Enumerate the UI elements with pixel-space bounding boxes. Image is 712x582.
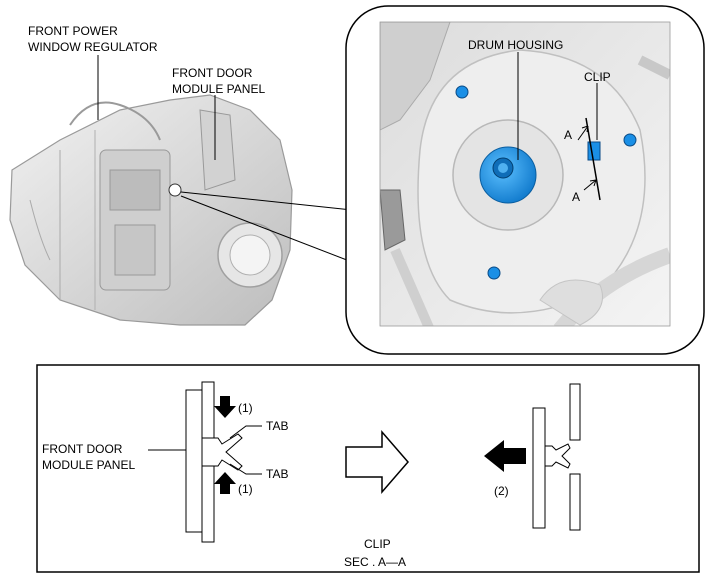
zoom-callout	[345, 5, 705, 355]
section-a-top-label: A	[564, 128, 573, 142]
bottom-module-label-line1: FRONT DOOR	[42, 442, 123, 456]
clip-label: CLIP	[584, 70, 611, 84]
clip-section-before	[148, 381, 262, 543]
arrow-up-1	[214, 472, 236, 494]
arrow-down-1	[214, 396, 236, 418]
section-a-bottom-label: A	[572, 190, 581, 204]
door-module-panel-illustration	[9, 94, 293, 326]
drum-housing-label: DRUM HOUSING	[468, 38, 564, 52]
tab-bottom-label: TAB	[266, 467, 289, 481]
zoom-line-bottom	[180, 195, 353, 263]
step-1-bottom-label: (1)	[238, 482, 253, 496]
step-2-label: (2)	[494, 484, 509, 498]
regulator-label-line2: WINDOW REGULATOR	[28, 40, 158, 54]
module-panel-label-line2: MODULE PANEL	[172, 82, 266, 96]
caption-clip-label: CLIP	[364, 537, 391, 551]
tab-top-label: TAB	[266, 419, 289, 433]
step-1-top-label: (1)	[238, 401, 253, 415]
zoom-line-top	[180, 191, 353, 211]
bottom-module-label-line2: MODULE PANEL	[42, 458, 136, 472]
clip-section-after	[484, 383, 581, 531]
module-panel-label-line1: FRONT DOOR	[172, 66, 253, 80]
arrow-left-2	[484, 440, 526, 472]
regulator-label-line1: FRONT POWER	[28, 24, 118, 38]
caption-section-label: SEC . A—A	[344, 555, 407, 569]
transition-arrow-icon	[345, 429, 409, 495]
